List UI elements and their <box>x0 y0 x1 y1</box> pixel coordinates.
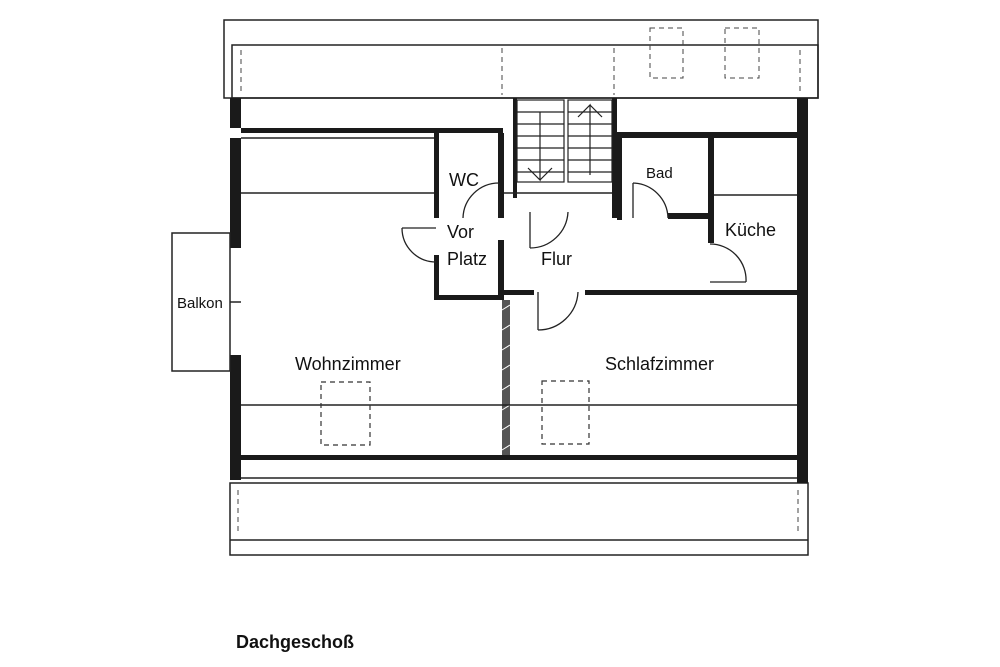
room-label-vorplatz-1: Vor <box>447 222 474 242</box>
doors <box>401 182 747 331</box>
room-label-bad: Bad <box>646 165 673 182</box>
walls <box>230 98 808 483</box>
room-label-wohnzimmer: Wohnzimmer <box>295 354 401 374</box>
room-label-vorplatz-2: Platz <box>447 249 487 269</box>
room-label-wc: WC <box>449 170 479 190</box>
room-label-kueche: Küche <box>725 220 776 240</box>
roof-outline <box>223 19 819 556</box>
room-label-balkon: Balkon <box>177 295 223 312</box>
roof-dashed-lines <box>237 27 801 535</box>
skylights <box>320 380 590 446</box>
room-label-schlafzimmer: Schlafzimmer <box>605 354 714 374</box>
plan-caption: Dachgeschoß <box>236 632 355 652</box>
hatched-wall <box>501 304 511 451</box>
staircase <box>516 99 613 183</box>
room-label-flur: Flur <box>541 249 572 269</box>
balcony <box>171 232 241 372</box>
interior-lines <box>241 137 797 479</box>
